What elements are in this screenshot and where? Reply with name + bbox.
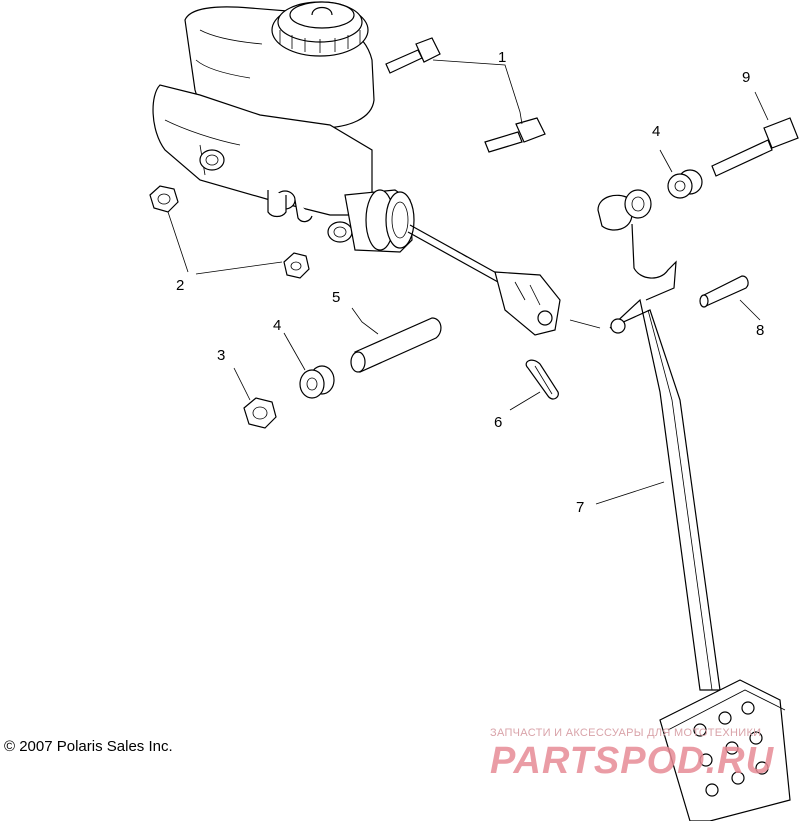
callout-8: 8 xyxy=(756,322,764,339)
sleeve-tube xyxy=(350,317,442,373)
callout-4-lower: 4 xyxy=(273,317,281,334)
callout-7: 7 xyxy=(576,499,584,516)
callout-1: 1 xyxy=(498,49,506,66)
callout-3: 3 xyxy=(217,347,225,364)
push-rod-clevis xyxy=(407,224,561,336)
nut-upper-left xyxy=(149,185,179,213)
bushing-lower xyxy=(299,365,335,399)
callout-6: 6 xyxy=(494,414,502,431)
nut-lower xyxy=(243,397,277,429)
watermark-tagline: ЗАПЧАСТИ И АКСЕССУАРЫ ДЛЯ МОТОТЕХНИКИ xyxy=(490,727,762,739)
master-cylinder xyxy=(152,1,415,253)
callout-4-upper: 4 xyxy=(652,123,660,140)
callout-9: 9 xyxy=(742,69,750,86)
bolt-lower xyxy=(484,117,546,153)
watermark-logo: PARTSPOD.RU xyxy=(490,740,775,782)
nut-middle xyxy=(283,252,310,279)
callout-2: 2 xyxy=(176,277,184,294)
retaining-clip xyxy=(525,359,559,400)
pedal-pad-studs xyxy=(693,701,769,797)
pivot-pin xyxy=(699,275,749,308)
bolt-upper xyxy=(385,37,441,74)
copyright-notice: © 2007 Polaris Sales Inc. xyxy=(4,738,173,755)
bushing-upper xyxy=(667,169,703,199)
leader-lines xyxy=(167,59,769,505)
callout-5: 5 xyxy=(332,289,340,306)
brake-pedal xyxy=(597,189,791,821)
pivot-bolt xyxy=(711,117,799,177)
